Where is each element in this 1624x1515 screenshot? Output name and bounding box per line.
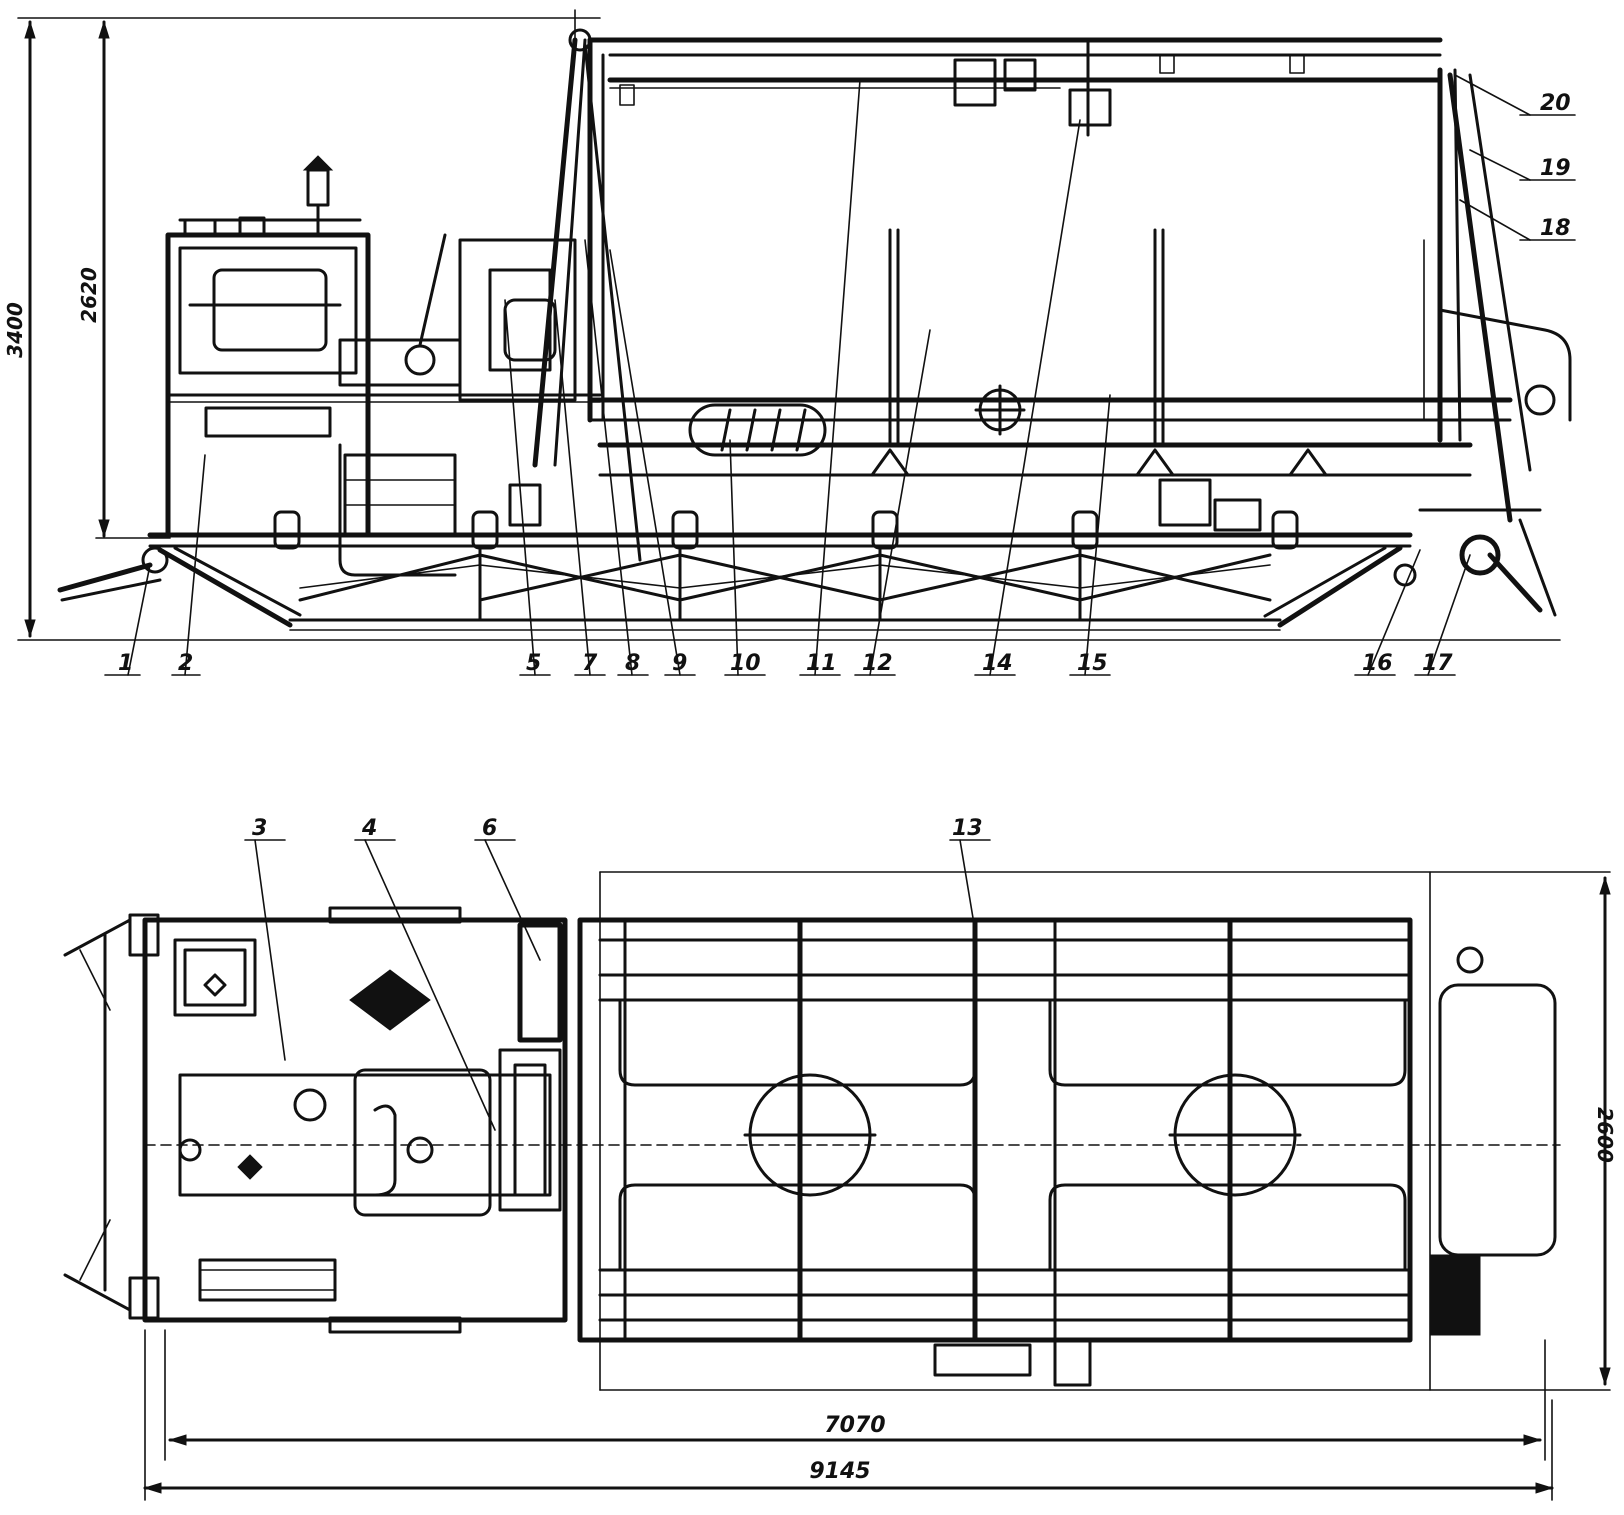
callout-1: 1 xyxy=(118,651,133,676)
callout-20: 20 xyxy=(1540,91,1571,116)
plan-callout-leaders xyxy=(244,839,991,1131)
plan-outline xyxy=(144,871,1611,1391)
plan-tow-bar xyxy=(63,913,160,1320)
callout-11: 11 xyxy=(806,651,837,676)
callout-16: 16 xyxy=(1362,651,1393,676)
dimension-text-overall-length: 9145 xyxy=(809,1459,870,1484)
callout-4: 4 xyxy=(361,816,377,841)
callout-5: 5 xyxy=(526,651,541,676)
dimension-text-body-height: 2620 xyxy=(77,267,101,323)
dimension-width: 2600 xyxy=(1593,876,1617,1386)
callout-2: 2 xyxy=(178,651,193,676)
dimension-text-body-length: 7070 xyxy=(824,1413,885,1438)
cargo-platform xyxy=(587,228,1572,532)
dimension-body-length: 7070 xyxy=(164,1329,1546,1461)
callout-14: 14 xyxy=(982,651,1013,676)
dimension-text-width: 2600 xyxy=(1593,1107,1617,1163)
callout-10: 10 xyxy=(730,651,761,676)
side-callout-labels: 1 2 5 7 8 9 10 11 12 14 15 16 17 18 19 2… xyxy=(118,91,1571,676)
callout-8: 8 xyxy=(625,651,640,676)
side-callout-leaders xyxy=(104,74,1576,676)
side-elevation-view: 3400 2620 xyxy=(3,9,1576,676)
dimension-text-overall-height: 3400 xyxy=(3,302,27,358)
plan-cab-block xyxy=(142,906,568,1334)
callout-3: 3 xyxy=(252,816,267,841)
plan-cargo-deck xyxy=(577,917,1557,1387)
callout-13: 13 xyxy=(952,816,983,841)
plan-view: 3 4 6 13 2600 7070 9145 xyxy=(63,816,1617,1501)
dimension-overall-length: 9145 xyxy=(143,1329,1554,1501)
chassis-frame xyxy=(57,508,1557,631)
callout-6: 6 xyxy=(482,816,497,841)
operator-cab xyxy=(165,155,602,538)
plan-callout-labels: 3 4 6 13 xyxy=(252,816,983,841)
callout-7: 7 xyxy=(582,651,598,676)
dimension-overall-height: 3400 xyxy=(3,17,1561,641)
callout-17: 17 xyxy=(1422,651,1453,676)
callout-9: 9 xyxy=(672,651,687,676)
dimension-body-height: 2620 xyxy=(77,20,171,539)
callout-15: 15 xyxy=(1077,651,1108,676)
gantry-crane xyxy=(532,9,1532,562)
callout-12: 12 xyxy=(862,651,893,676)
callout-18: 18 xyxy=(1540,216,1571,241)
callout-19: 19 xyxy=(1540,156,1571,181)
